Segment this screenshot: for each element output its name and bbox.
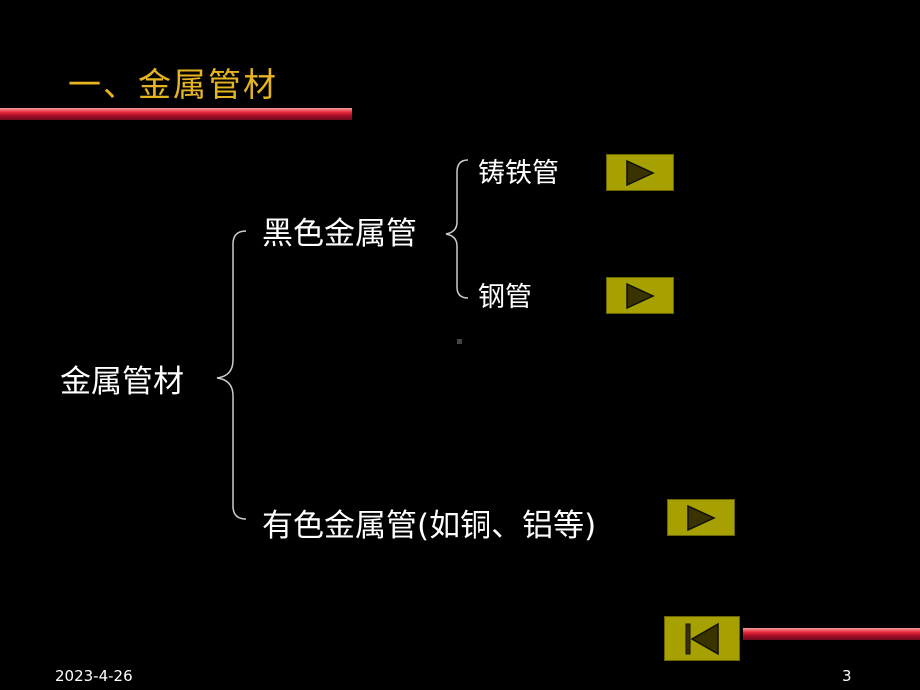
play-icon [626,282,655,309]
ferrous-bracket [445,159,469,299]
nonferrous-label: 有色金属管(如铜、铝等) [262,508,597,544]
footer-date: 2023-4-26 [55,667,133,685]
marker-dot [457,339,462,344]
play-icon [626,159,655,186]
root-bracket [216,230,247,520]
root-label: 金属管材 [60,364,184,400]
cast-iron-play-button[interactable] [606,154,674,191]
ferrous-label: 黑色金属管 [262,216,417,252]
skip-to-first-icon [685,622,719,655]
first-slide-button[interactable] [664,616,740,661]
play-icon [687,504,716,531]
nonferrous-play-button[interactable] [667,499,735,536]
steel-play-button[interactable] [606,277,674,314]
page-number: 3 [842,667,852,685]
cast-iron-label: 铸铁管 [478,158,559,189]
steel-label: 钢管 [478,282,532,313]
title-accent-bar [0,108,352,120]
slide-title: 一、金属管材 [68,65,278,104]
footer-accent-bar [743,628,920,640]
